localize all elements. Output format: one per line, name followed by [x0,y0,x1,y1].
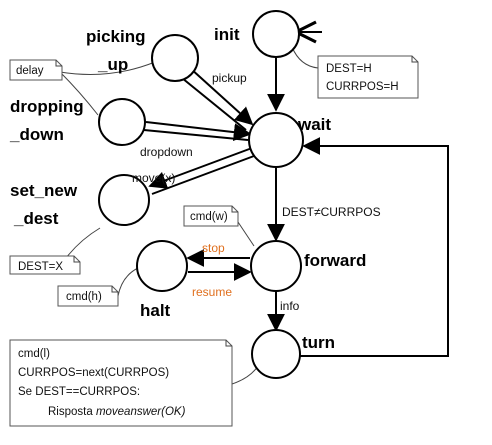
note-delay: delay [9,59,63,81]
delay-note-connector [59,71,99,116]
picking-to-wait-2 [181,77,247,131]
picking-delay-connector [59,61,156,75]
note-turn-line3: Se DEST==CURRPOS: [18,386,140,398]
note-init-line1: DEST=H [326,63,372,75]
note-dest-x: DEST=X [9,255,81,275]
note-cmd-w-text: cmd(w) [190,211,228,223]
init-note-connector [291,46,319,69]
destx-note-connector [65,227,101,259]
note-cmd-w: cmd(w) [183,205,239,227]
note-dest-x-text: DEST=X [18,261,63,273]
note-turn: cmd(l) CURRPOS=next(CURRPOS) Se DEST==CU… [9,339,233,427]
state-wait [248,112,304,168]
label-pickup: pickup [212,71,247,85]
label-picking-up-2: _up [97,55,128,74]
label-forward: forward [304,251,366,270]
state-dropping-down [98,98,146,146]
label-stop: stop [202,241,225,255]
label-turn: turn [302,333,335,352]
dropping-to-wait-2 [143,129,249,141]
label-resume: resume [192,285,232,299]
label-move: move(x) [132,171,175,185]
note-init-line2: CURRPOS=H [326,81,399,93]
label-wait: wait [297,115,331,134]
note-turn-line2: CURRPOS=next(CURRPOS) [18,367,169,379]
label-set-new-dest-1: set_new [10,181,78,200]
turn-note-connector [231,365,259,385]
note-cmd-h: cmd(h) [57,285,119,307]
cmdw-note-connector [237,221,255,247]
wait-to-setnew [148,147,253,189]
note-cmd-h-text: cmd(h) [66,291,102,303]
label-set-new-dest-2: _dest [13,209,59,228]
note-turn-line4-a: Risposta [48,406,96,418]
label-dest-neq: DEST≠CURRPOS [282,205,381,219]
state-set-new-dest [98,174,150,226]
state-forward [250,240,302,292]
dropping-to-wait-1 [145,121,252,142]
note-turn-line4-b: moveanswer(OK) [96,406,186,418]
state-picking-up [151,34,199,82]
state-halt [136,240,188,292]
label-info: info [280,299,300,313]
picking-to-wait-1 [189,67,254,126]
turn-to-wait [300,137,449,357]
note-turn-line1: cmd(l) [18,348,50,360]
state-init [252,10,300,58]
note-turn-line4: Risposta moveanswer(OK) [48,406,186,418]
label-halt: halt [140,301,171,320]
label-dropping-down-2: _down [9,125,64,144]
note-init: DEST=H CURRPOS=H [317,55,419,99]
label-init: init [214,25,240,44]
state-turn [251,329,301,379]
label-picking-up-1: picking [86,27,146,46]
cmdh-note-connector [117,267,139,297]
label-dropping-down-1: dropping [10,97,84,116]
wait-to-setnew-2 [151,155,255,195]
note-delay-text: delay [16,65,44,77]
label-dropdown: dropdown [140,145,193,159]
